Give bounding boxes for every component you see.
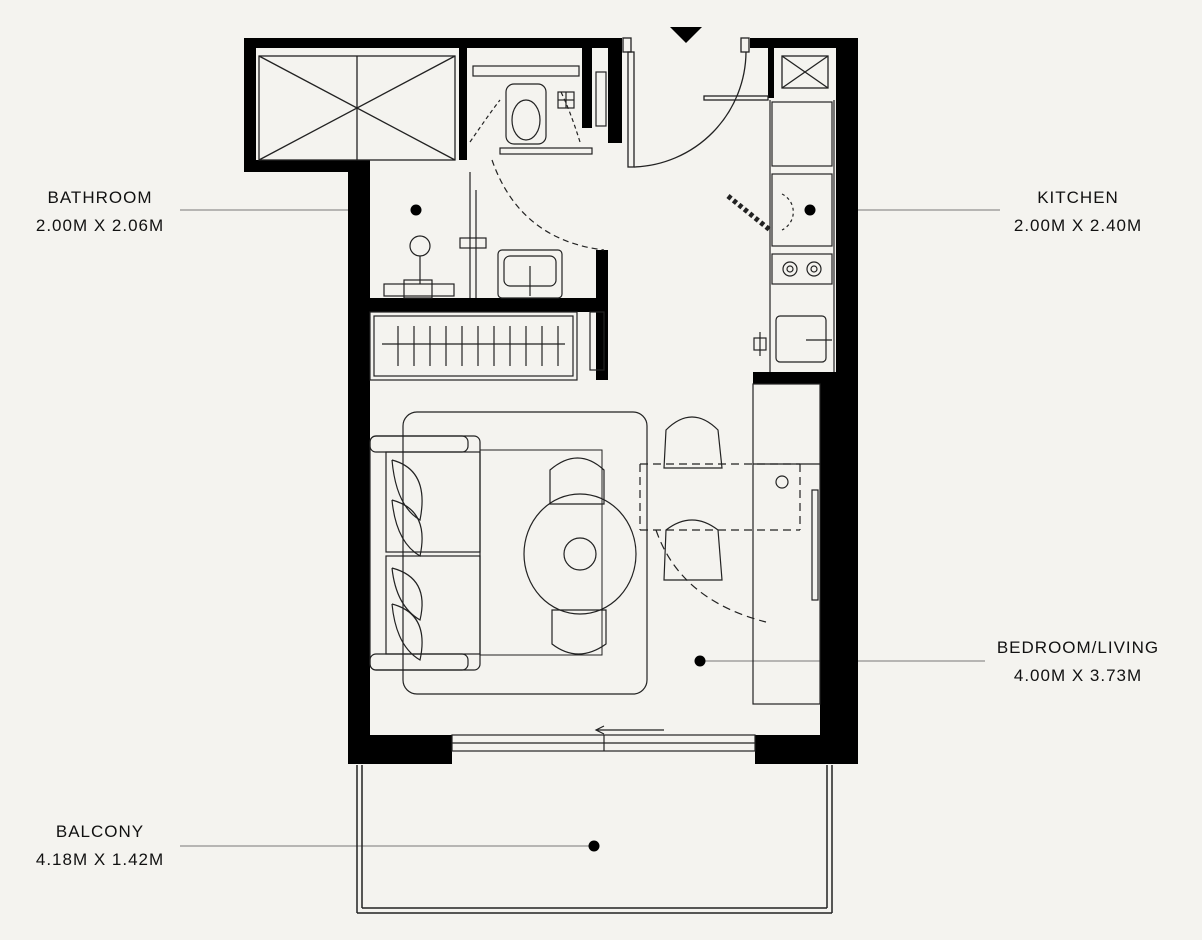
- entrance-door: [622, 37, 769, 168]
- bedroom-living-label: BEDROOM/LIVING 4.00M X 3.73M: [978, 634, 1178, 690]
- rug-inner: [479, 449, 603, 656]
- kitchen-name: KITCHEN: [1037, 188, 1119, 207]
- balcony-label: BALCONY 4.18M X 1.42M: [10, 818, 190, 874]
- bedroom-living-size: 4.00M X 3.73M: [1013, 666, 1143, 685]
- toilet: [469, 65, 607, 155]
- shower: [383, 159, 605, 299]
- kitchen-size: 2.00M X 2.40M: [1013, 216, 1143, 235]
- balcony-outline: [356, 765, 833, 914]
- rug: [402, 411, 648, 695]
- bathroom-size: 2.00M X 2.06M: [35, 216, 165, 235]
- sliding-door: [451, 725, 756, 752]
- entrance-arrow-icon: [670, 27, 702, 43]
- dining-set: [523, 457, 637, 655]
- bathroom-name: BATHROOM: [47, 188, 153, 207]
- vanity-sink: [497, 249, 563, 299]
- chairs: [663, 416, 723, 581]
- shaft-top-left: [258, 55, 456, 161]
- fold-table: [639, 463, 801, 623]
- kitchen-label: KITCHEN 2.00M X 2.40M: [988, 184, 1168, 240]
- wardrobe: [369, 311, 605, 381]
- balcony-size: 4.18M X 1.42M: [35, 850, 165, 869]
- walls: [244, 38, 858, 764]
- storage-unit: [752, 383, 821, 705]
- bathroom-label: BATHROOM 2.00M X 2.06M: [10, 184, 190, 240]
- room-markers: [410, 204, 816, 852]
- vent-top-right: [781, 55, 829, 89]
- balcony-name: BALCONY: [55, 822, 145, 841]
- bedroom-living-name: BEDROOM/LIVING: [996, 638, 1160, 657]
- kitchen-counter: [726, 100, 835, 372]
- sofa: [369, 435, 481, 671]
